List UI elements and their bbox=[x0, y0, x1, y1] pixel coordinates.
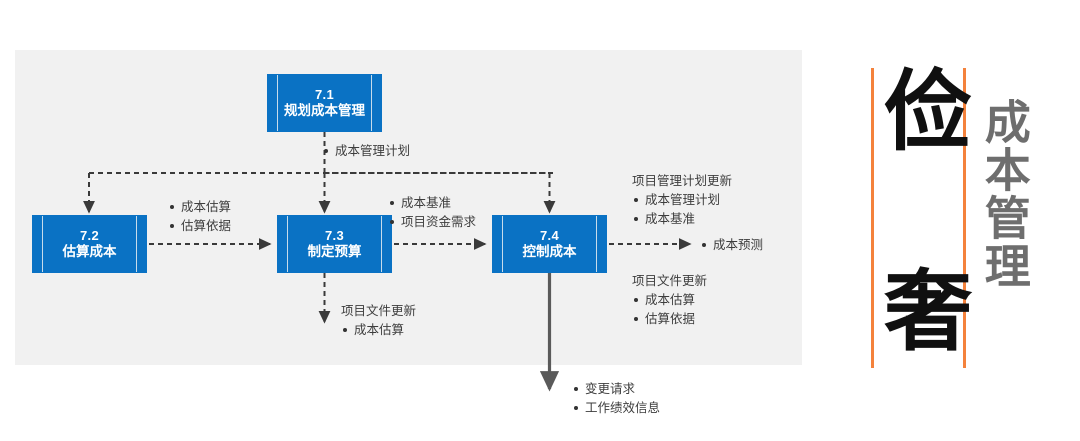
annotation-item: 项目资金需求 bbox=[388, 213, 476, 232]
process-box-name: 控制成本 bbox=[522, 243, 577, 259]
annotation-item: 成本管理计划 bbox=[632, 191, 732, 210]
annotation-cost-forecast: 成本预测 bbox=[700, 236, 763, 255]
process-box-7-1[interactable]: 7.1 规划成本管理 bbox=[267, 74, 382, 132]
big-char-first: 俭 bbox=[884, 62, 973, 161]
annotation-estimate-outputs: 成本估算 估算依据 bbox=[168, 198, 231, 236]
accent-rail-right bbox=[963, 68, 966, 368]
annotation-pm-plan-updates: 项目管理计划更新 成本管理计划 成本基准 bbox=[632, 172, 732, 228]
vertical-title: 成本管理 bbox=[978, 98, 1031, 290]
annotation-item: 成本估算 bbox=[632, 291, 707, 310]
process-box-name: 制定预算 bbox=[307, 243, 362, 259]
annotation-item: 成本估算 bbox=[341, 321, 416, 340]
annotation-header: 项目文件更新 bbox=[341, 304, 417, 318]
process-box-name: 估算成本 bbox=[62, 243, 117, 259]
annotation-control-outputs: 变更请求 工作绩效信息 bbox=[572, 380, 660, 418]
process-box-number: 7.1 bbox=[315, 87, 334, 103]
annotation-item: 成本管理计划 bbox=[322, 142, 410, 161]
annotation-item: 变更请求 bbox=[572, 380, 660, 399]
process-box-7-2[interactable]: 7.2 估算成本 bbox=[32, 215, 147, 273]
annotation-document-updates-73: 项目文件更新 成本估算 bbox=[341, 302, 416, 340]
annotation-header: 项目文件更新 bbox=[632, 274, 708, 288]
annotation-item: 工作绩效信息 bbox=[572, 399, 660, 418]
annotation-header: 项目管理计划更新 bbox=[632, 174, 733, 188]
annotation-cost-management-plan: 成本管理计划 bbox=[322, 142, 410, 161]
annotation-budget-outputs: 成本基准 项目资金需求 bbox=[388, 194, 476, 232]
process-box-name: 规划成本管理 bbox=[284, 102, 365, 118]
diagram-backdrop-panel bbox=[15, 50, 802, 365]
big-char-second: 奢 bbox=[884, 262, 973, 361]
annotation-item: 估算依据 bbox=[632, 310, 707, 329]
process-box-number: 7.4 bbox=[540, 228, 559, 244]
process-box-7-3[interactable]: 7.3 制定预算 bbox=[277, 215, 392, 273]
accent-rail-left bbox=[871, 68, 874, 368]
process-box-number: 7.2 bbox=[80, 228, 99, 244]
annotation-document-updates-74: 项目文件更新 成本估算 估算依据 bbox=[632, 272, 707, 328]
process-box-number: 7.3 bbox=[325, 228, 344, 244]
process-box-7-4[interactable]: 7.4 控制成本 bbox=[492, 215, 607, 273]
annotation-item: 成本预测 bbox=[700, 236, 763, 255]
annotation-item: 成本估算 bbox=[168, 198, 231, 217]
annotation-item: 成本基准 bbox=[632, 210, 732, 229]
annotation-item: 成本基准 bbox=[388, 194, 476, 213]
annotation-item: 估算依据 bbox=[168, 217, 231, 236]
